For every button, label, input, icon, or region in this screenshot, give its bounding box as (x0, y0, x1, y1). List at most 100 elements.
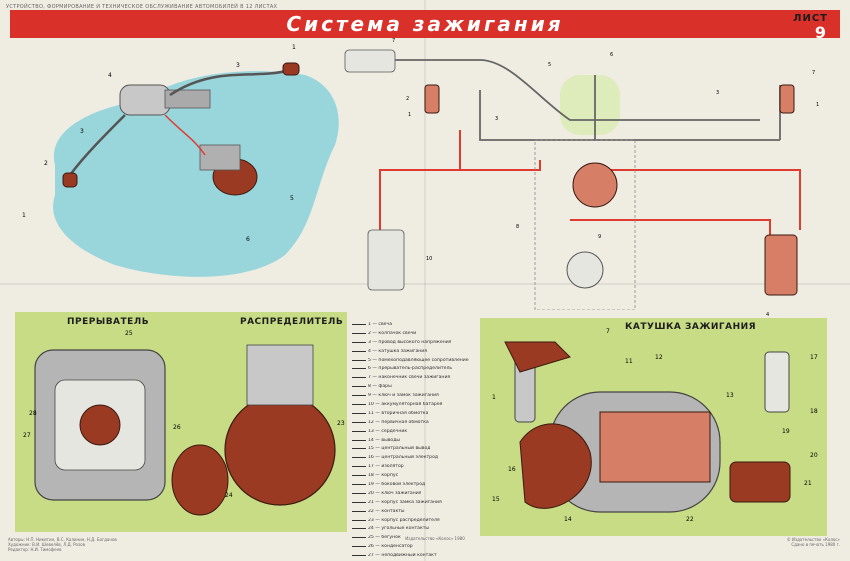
legend-item: 12 — первичная обмотка (352, 418, 480, 427)
footer-center: Издательство «Колос» 1980 (405, 536, 465, 541)
legend-text: 24 — угольные контакты (368, 526, 430, 532)
legend-text: 9 — ключ и замок зажигания (368, 393, 439, 399)
legend-item: 4 — катушка зажигания (352, 347, 480, 356)
legend-item: 9 — ключ и замок зажигания (352, 391, 480, 400)
distributor-cap-detail (224, 394, 336, 506)
legend-text: 23 — корпус распределителя (368, 517, 440, 523)
legend-item: 1 — свеча (352, 320, 480, 329)
legend-item: 18 — корпус (352, 471, 480, 480)
legend-rule (352, 323, 366, 325)
callout: 27 (23, 432, 31, 439)
callout: 3 (80, 128, 84, 135)
callout: 25 (125, 330, 133, 337)
legend-text: 26 — конденсатор (368, 544, 413, 550)
legend-item: 7 — наконечник свечи зажигания (352, 373, 480, 382)
spark-plug-cap-right (282, 62, 300, 76)
callout: 7 (606, 328, 610, 335)
callout: 15 (492, 496, 500, 503)
legend-text: 12 — первичная обмотка (368, 419, 429, 425)
distributor-dashed-box (534, 139, 636, 310)
legend-rule (352, 395, 366, 397)
plug-cap (504, 341, 571, 373)
callout: 2 (406, 96, 410, 102)
legend-text: 17 — изолятор (368, 464, 404, 470)
legend-rule (352, 546, 366, 548)
legend-item: 26 — конденсатор (352, 542, 480, 551)
callout: 6 (610, 52, 614, 58)
callout: 1 (408, 112, 412, 118)
legend-item: 27 — неподвижный контакт (352, 551, 480, 560)
legend-rule (352, 421, 366, 423)
schematic-red-wires (379, 130, 801, 240)
legend-rule (352, 466, 366, 468)
legend-text: 6 — прерыватель-распределитель (368, 366, 453, 372)
legend-rule (352, 359, 366, 361)
legend-text: 3 — провод высокого напряжения (368, 339, 452, 345)
legend-rule (352, 492, 366, 494)
callout: 21 (804, 480, 812, 487)
legend-item: 8 — фары (352, 382, 480, 391)
coil-core (599, 411, 711, 483)
legend-text: 14 — выводы (368, 437, 401, 443)
callout: 12 (655, 354, 663, 361)
legend-text: 16 — центральный электрод (368, 455, 439, 461)
legend-item: 14 — выводы (352, 436, 480, 445)
callout: 26 (173, 424, 181, 431)
callout: 3 (495, 116, 499, 122)
plug-17 (764, 351, 790, 413)
legend-text: 7 — наконечник свечи зажигания (368, 375, 451, 381)
callout: 8 (516, 224, 520, 230)
legend-item: 6 — прерыватель-распределитель (352, 364, 480, 373)
plug-left-schematic (424, 84, 440, 114)
battery-schematic (367, 229, 405, 291)
ignition-switch-schematic (344, 49, 396, 73)
sheet-number: 9 (814, 23, 826, 42)
callout: 1 (492, 394, 496, 401)
ignition-coil-body (119, 84, 171, 116)
breaker-distributor-panel: ПРЕРЫВАТЕЛЬ РАСПРЕДЕЛИТЕЛЬ 25 26 27 28 2… (15, 312, 347, 532)
callout: 2 (44, 160, 48, 167)
legend-text: 25 — бегунок (368, 535, 401, 541)
legend-text: 11 — вторичная обмотка (368, 410, 429, 416)
legend-text: 8 — фары (368, 384, 392, 390)
engine-illustration (53, 62, 339, 277)
rotor-detail (171, 444, 229, 516)
fold-line-horizontal (0, 283, 850, 285)
title-bar: Система зажигания ЛИСТ 9 (10, 10, 840, 42)
callout: 7 (392, 38, 396, 44)
poster-title: Система зажигания (286, 12, 564, 36)
legend-rule (352, 350, 366, 352)
legend-item: 5 — помехоподавляющее сопротивление (352, 356, 480, 365)
callout: 10 (426, 256, 433, 262)
legend-item: 19 — боковой электрод (352, 480, 480, 489)
legend-text: 19 — боковой электрод (368, 481, 426, 487)
legend-rule (352, 341, 366, 343)
callout: 18 (810, 408, 818, 415)
callout: 19 (782, 428, 790, 435)
legend-item: 3 — провод высокого напряжения (352, 338, 480, 347)
legend-rule (352, 430, 366, 432)
callout: 17 (810, 354, 818, 361)
legend-text: 2 — колпачок свечи (368, 330, 417, 336)
wiring-schematic (344, 49, 801, 310)
callout: 4 (108, 72, 112, 79)
legend-item: 22 — контакты (352, 507, 480, 516)
legend-item: 24 — угольные контакты (352, 524, 480, 533)
callout: 16 (508, 466, 516, 473)
ignition-lock (729, 461, 791, 503)
legend-rule (352, 368, 366, 370)
legend-text: 10 — аккумуляторная батарея (368, 401, 443, 407)
breaker-distributor-drawing (34, 344, 336, 516)
callout: 4 (766, 312, 770, 318)
footer-right: © Издательство «Колос» Сдано в печать 19… (786, 537, 840, 547)
coil-schematic (764, 234, 798, 296)
legend-rule (352, 457, 366, 459)
legend-text: 20 — ключ зажигания (368, 490, 422, 496)
cap-terminals (246, 344, 314, 406)
legend-item: 21 — корпус замка зажигания (352, 498, 480, 507)
legend-rule (352, 519, 366, 521)
coil-cutaway-drawing (504, 341, 791, 513)
legend-item: 20 — ключ зажигания (352, 489, 480, 498)
